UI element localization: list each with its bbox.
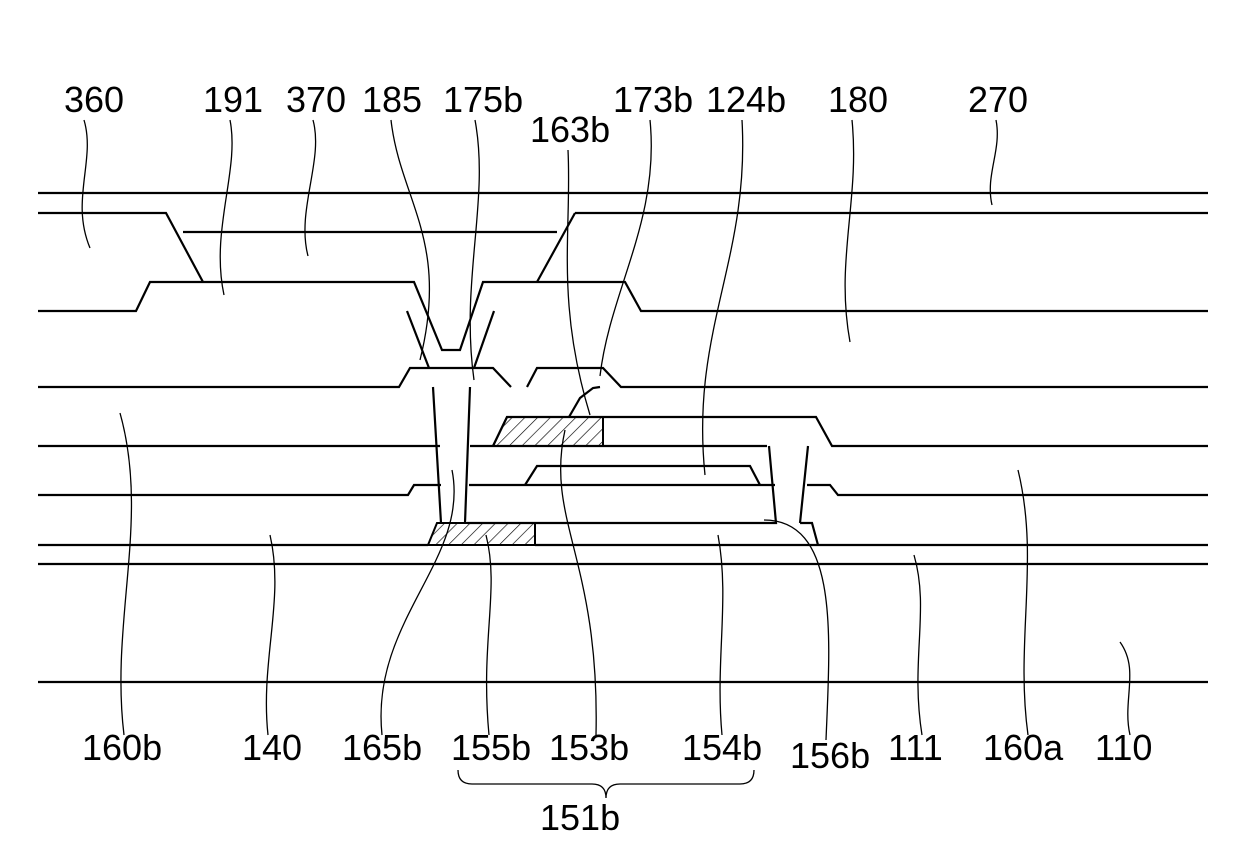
label-191: 191 [203,79,263,120]
hole-156b [800,446,818,545]
label-111: 111 [888,727,943,768]
label-270: 270 [968,79,1028,120]
leader-175b [470,120,479,380]
label-180: 180 [828,79,888,120]
leader-360 [82,120,90,248]
label-153b: 153b [549,727,629,768]
leader-180 [845,120,854,342]
label-110: 110 [1095,727,1152,768]
insulator-right [807,485,1208,495]
leader-191 [220,120,232,295]
label-156b: 156b [790,735,870,776]
leader-160b [120,413,131,735]
label-160b: 160b [82,727,162,768]
label-124b: 124b [706,79,786,120]
leader-370 [305,120,316,256]
gate-insulator-140 [38,485,775,495]
label-154b: 154b [682,727,762,768]
contact-hole-wall-right [474,311,494,368]
leader-153b [561,430,597,735]
label-370: 370 [286,79,346,120]
leader-111 [914,555,922,735]
brace-151b [458,770,754,798]
leader-185 [391,120,429,360]
label-160a: 160a [983,727,1064,768]
layer-270-bottom [38,213,1208,282]
leader-110 [1120,642,1130,735]
leader-160a [1018,470,1028,735]
passivation-180 [38,368,1208,387]
hatch-163b [493,417,603,446]
label-173b: 173b [613,79,693,120]
drain-electrode-175b-stem [433,387,470,523]
label-165b: 165b [342,727,422,768]
label-163b: 163b [530,109,610,150]
label-175b: 175b [443,79,523,120]
leader-173b [600,120,651,376]
label-140: 140 [242,727,302,768]
label-185: 185 [362,79,422,120]
leader-124b [703,120,743,475]
layer-lines [38,193,1208,682]
label-151b: 151b [540,797,620,838]
leader-165b [381,470,454,735]
leader-156b [764,520,829,740]
source-electrode-173b [569,387,600,417]
label-360: 360 [64,79,124,120]
leader-lines [82,120,1130,798]
label-155b: 155b [451,727,531,768]
pixel-electrode-191 [38,282,1208,350]
contact-hole-wall-left [407,311,429,368]
